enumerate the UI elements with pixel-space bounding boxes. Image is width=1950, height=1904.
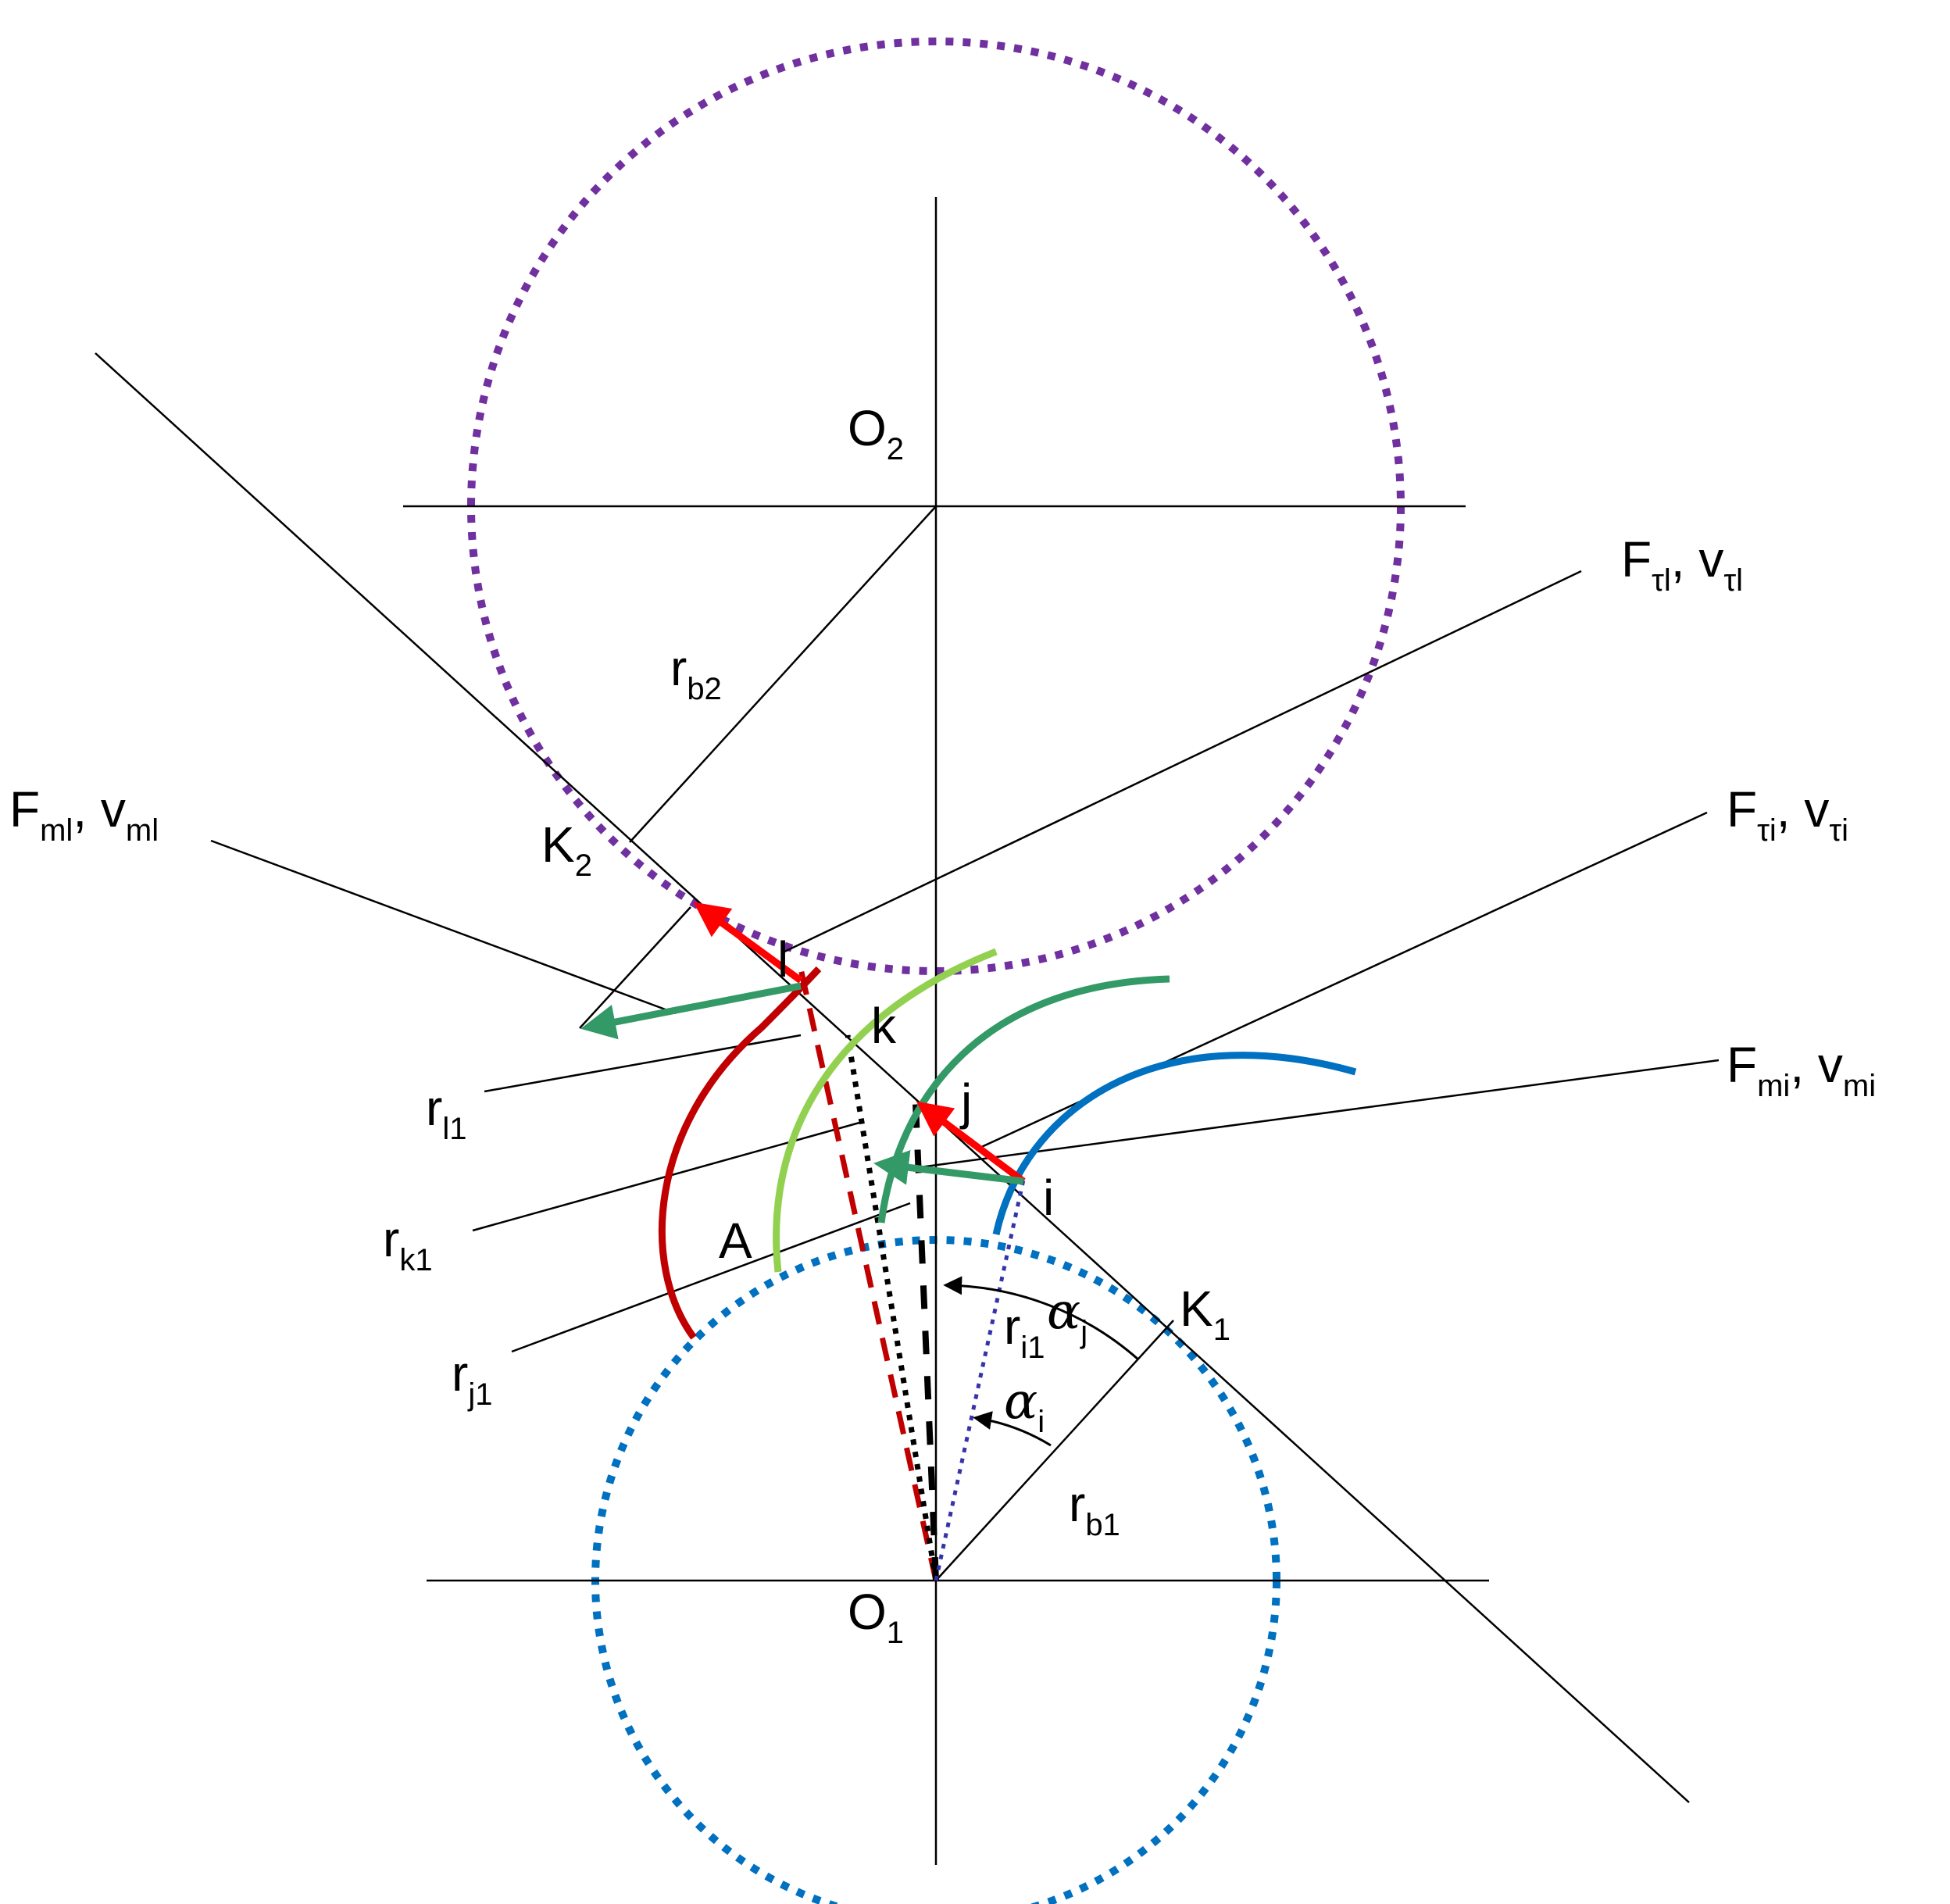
red-arrow-at-i [916,1101,1026,1184]
rb1-radius-line [935,1320,1174,1581]
radius-i-dotted [934,1179,1026,1581]
tooth-profile-green [877,975,1170,1223]
alpha-j-arc [943,1276,1139,1361]
label-o1: O1 [848,1584,904,1650]
label-a: A [719,1213,752,1269]
red-arrow-at-l [693,902,803,984]
label-k: k [871,998,897,1054]
label-f-m-i: Fmi, vmi [1727,1037,1876,1103]
label-f-m-l: Fml, vml [9,781,159,848]
label-rk1: rk1 [383,1211,433,1277]
label-j: j [959,1073,972,1130]
green-arrow-at-i [873,1149,1024,1185]
label-k1: K1 [1180,1281,1230,1347]
rb2-radius-line [629,505,937,843]
label-ri1: ri1 [1004,1299,1045,1365]
label-rj1: rj1 [452,1345,492,1412]
leader-r-j1 [511,1202,911,1353]
leader-f-m-i [913,1059,1720,1170]
label-rl1: rl1 [426,1080,466,1146]
tooth-profile-light-green [773,948,998,1273]
label-alpha-j: αj [1047,1283,1088,1349]
label-o2: O2 [848,400,904,466]
radius-j-dashed [912,1102,939,1581]
label-rb1: rb1 [1069,1476,1120,1542]
leader-f-tau-l [780,570,1582,955]
green-arrow-at-l [580,982,802,1040]
label-f-tau-l: Fτl, vτl [1621,531,1743,598]
radius-l-dashed [798,968,939,1581]
leader-f-m-l [210,839,677,1015]
label-k2: K2 [541,816,592,883]
label-rb2: rb2 [670,640,722,706]
label-f-tau-i: Fτi, vτi [1727,781,1848,848]
line-of-action [95,352,1690,1803]
label-l: l [777,931,788,988]
leader-r-l1 [484,1034,802,1093]
alpha-i-arc [973,1411,1052,1447]
radius-k-dotted [845,1034,939,1581]
tooth-profile-red [658,966,822,1340]
label-alpha-i: αi [1004,1373,1045,1439]
tooth-profile-blue [992,1052,1357,1235]
label-i: i [1043,1170,1054,1226]
